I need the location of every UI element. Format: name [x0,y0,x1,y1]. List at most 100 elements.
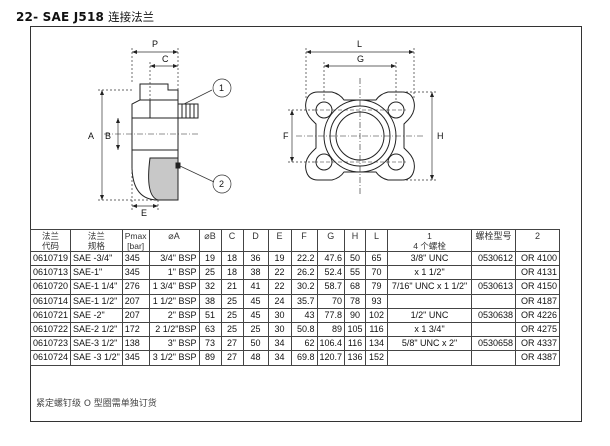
cell-f: 62 [290,336,318,352]
cell-a: 1" BSP [148,265,200,281]
cell-oring: OR 4131 [515,265,561,281]
cell-h: 90 [344,307,367,323]
th-c: C [220,229,244,252]
callout-1: 1 [219,83,224,93]
cell-code: 0610721 [29,307,72,323]
dim-label-a: A [88,131,94,141]
cell-e: 24 [267,293,292,309]
cell-d: 38 [242,265,269,281]
th-oring: 2 [515,229,561,252]
cell-c: 21 [220,279,244,295]
cell-code: 0610713 [29,265,72,281]
cell-pmax: 276 [121,279,150,295]
dim-label-h: H [437,131,444,141]
cell-code: 0610723 [29,336,72,352]
header-row: 法兰代码 法兰规格 Pmax[bar] ⌀A ⌀B C D E F G H L … [29,229,561,252]
cell-size: SAE-1 1/4" [70,279,123,295]
cell-pmax: 138 [121,336,150,352]
cell-f: 50.8 [290,321,318,338]
cell-d: 41 [242,279,269,295]
cell-a: 3 1/2" BSP [148,350,200,366]
cell-e: 19 [267,250,292,267]
cell-g: 70 [316,293,346,309]
dim-label-l: L [357,39,362,49]
cell-d: 45 [242,307,269,323]
cell-bolt-code: 0530612 [471,250,517,267]
cell-size: SAE-2 1/2" [70,321,123,338]
cell-bolt-code [471,265,517,281]
cell-f: 22.2 [290,250,318,267]
cell-oring: OR 4187 [515,293,561,309]
cell-pmax: 345 [121,250,150,267]
cell-code: 0610722 [29,321,72,338]
cell-b: 25 [198,265,222,281]
cell-g: 58.7 [316,279,346,295]
cell-l: 102 [365,307,389,323]
cell-a: 3/4" BSP [148,250,200,267]
th-g: G [316,229,346,252]
front-view [296,78,424,194]
cell-oring: OR 4337 [515,336,561,352]
cell-b: 32 [198,279,222,295]
cell-size: SAE-1 1/2" [70,293,123,309]
cell-bolt-code: 0530658 [471,336,517,352]
cell-e: 22 [267,265,292,281]
th-size: 法兰规格 [70,229,123,252]
cell-oring: OR 4387 [515,350,561,366]
th-d: D [242,229,269,252]
cell-bolt-code [471,293,517,309]
cell-size: SAE -3 1/2" [70,350,123,366]
cell-l: 152 [365,350,389,366]
cell-h: 105 [344,321,367,338]
th-e: E [267,229,292,252]
cell-a: 2" BSP [148,307,200,323]
cell-bolt-code [471,321,517,338]
cell-h: 55 [344,265,367,281]
front-view-dimensions [288,48,436,181]
th-bolt-code: 螺栓型号 [471,229,517,252]
th-l: L [365,229,389,252]
cell-g: 89 [316,321,346,338]
cell-pmax: 345 [121,350,150,366]
cell-code: 0610724 [29,350,72,366]
cell-pmax: 207 [121,307,150,323]
cell-oring: OR 4150 [515,279,561,295]
cell-bolt-code [471,350,517,366]
cell-bolt [387,293,473,309]
dim-label-g: G [357,54,364,64]
dim-label-p: P [152,39,158,49]
cell-g: 106.4 [316,336,346,352]
cell-l: 65 [365,250,389,267]
dim-label-c: C [162,54,169,64]
cell-g: 120.7 [316,350,346,366]
cell-c: 18 [220,250,244,267]
cell-f: 35.7 [290,293,318,309]
cell-h: 78 [344,293,367,309]
cell-g: 77.8 [316,307,346,323]
th-pmax: Pmax[bar] [121,229,150,252]
cell-h: 68 [344,279,367,295]
cell-b: 89 [198,350,222,366]
cell-bolt: 7/16" UNC x 1 1/2" [387,279,473,295]
cell-f: 43 [290,307,318,323]
cell-code: 0610719 [29,250,72,267]
cell-h: 136 [344,350,367,366]
footnote: 紧定螺钉级 O 型圈需单独订货 [36,399,157,409]
title-code: 22- SAE J518 [16,10,105,24]
cell-bolt: 3/8" UNC [387,250,473,267]
th-h: H [344,229,367,252]
content-frame [30,26,582,422]
dim-label-f: F [283,131,289,141]
cell-d: 25 [242,321,269,338]
cell-c: 25 [220,307,244,323]
cell-d: 36 [242,250,269,267]
cell-bolt: x 1 1/2" [387,265,473,281]
cell-bolt-code: 0530613 [471,279,517,295]
cell-c: 27 [220,336,244,352]
callout-2: 2 [219,179,224,189]
cell-pmax: 207 [121,293,150,309]
